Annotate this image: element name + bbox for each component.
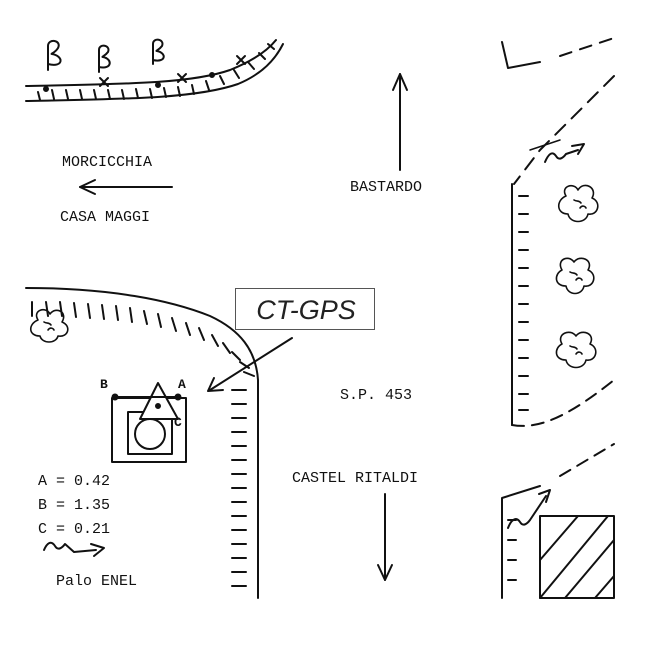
bottom-right-building bbox=[501, 443, 615, 599]
west-road-label-1: MORCICCHIA bbox=[62, 154, 153, 171]
measure-pole-icon bbox=[43, 541, 105, 557]
pole-label: Palo ENEL bbox=[56, 573, 138, 590]
road-name-label: S.P. 453 bbox=[340, 387, 413, 404]
north-road-label: BASTARDO bbox=[350, 179, 423, 196]
left-curved-wall bbox=[25, 287, 259, 599]
point-c-label: C bbox=[174, 415, 182, 430]
tree-symbol-icon bbox=[47, 38, 165, 73]
gps-leader-arrow bbox=[207, 337, 293, 392]
pole-symbol-icon bbox=[544, 143, 585, 163]
right-block bbox=[511, 75, 615, 427]
point-a-label: A bbox=[178, 377, 186, 392]
west-road-label-2: CASA MAGGI bbox=[60, 209, 151, 226]
measurement-b: B = 1.35 bbox=[38, 497, 111, 514]
south-road-label: CASTEL RITALDI bbox=[292, 470, 419, 487]
north-arrow bbox=[392, 73, 408, 171]
ct-gps-label: CT-GPS bbox=[256, 294, 356, 325]
point-b-label: B bbox=[100, 377, 108, 392]
west-arrow bbox=[79, 179, 173, 195]
top-curved-wall bbox=[25, 39, 284, 102]
survey-marker-icon bbox=[111, 382, 187, 463]
top-right-road-edge bbox=[501, 37, 615, 69]
bush-icon bbox=[555, 184, 599, 369]
south-arrow bbox=[377, 493, 393, 581]
left-bush-icon bbox=[29, 308, 69, 343]
ct-gps-box: CT-GPS bbox=[235, 288, 375, 330]
measurement-a: A = 0.42 bbox=[38, 473, 111, 490]
measurement-c: C = 0.21 bbox=[38, 521, 111, 538]
